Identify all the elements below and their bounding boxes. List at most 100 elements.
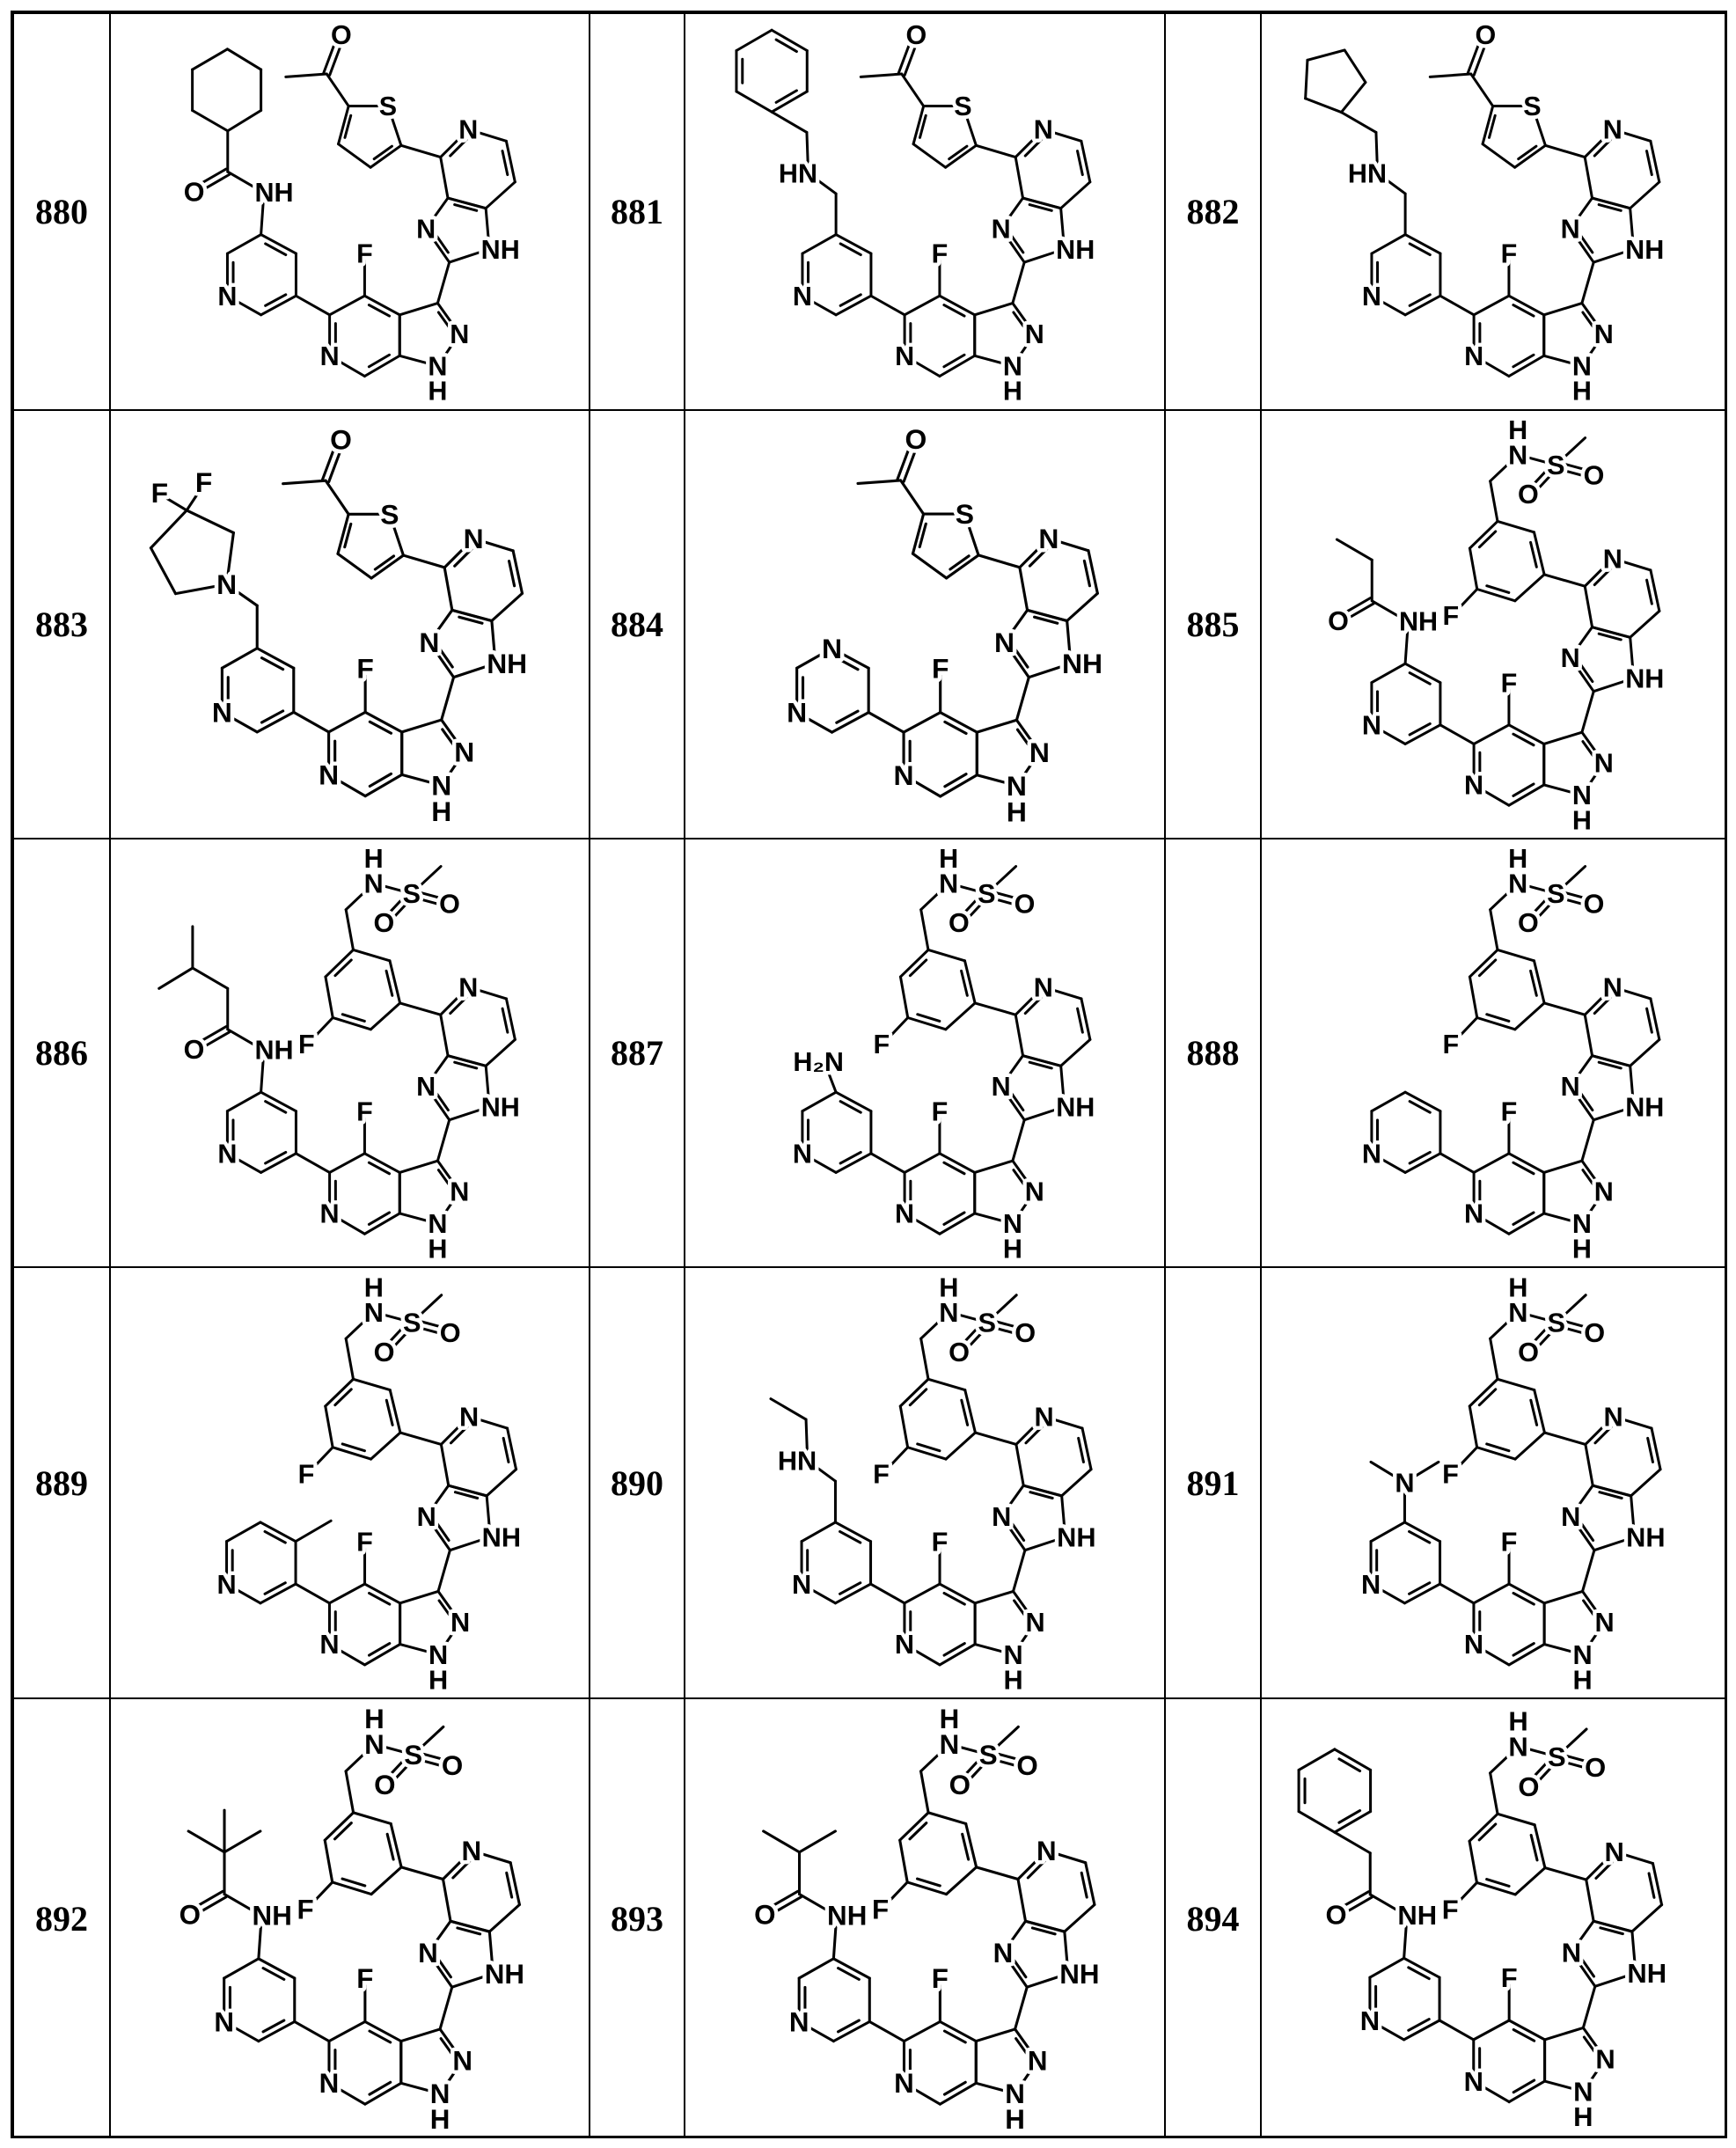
structure-drawing: FNNNHNNHNNFNHSOO [111,1268,589,1697]
atom-label-N: N [216,1569,236,1600]
bond [283,480,326,483]
bond [1630,611,1659,637]
bond [1440,1584,1474,1603]
bond [1544,1003,1585,1015]
atom-label-N: N [1025,319,1044,349]
bond [1544,304,1582,315]
bond [402,720,442,732]
atom-label-N: N [458,115,478,145]
bond [227,1522,260,1542]
atom-label-N: N [216,568,237,600]
atom-label-N: N [452,2046,472,2077]
bond [333,1017,370,1029]
atom-label-S: S [956,498,974,530]
atom-label-NH: NH [485,1959,524,1990]
atom-label-N: N [895,341,914,371]
atom-label-F: F [298,1030,315,1059]
bond [1337,539,1372,560]
atom-label-O: O [374,1337,395,1367]
bond [901,480,924,514]
structure-drawing: FNNNHNNHNNFNHSOOONH [1262,411,1726,838]
bond [912,553,946,578]
bond [227,1092,260,1111]
compound-structure: FNNNHNNHNNSOHN [685,13,1165,410]
bond [1545,2027,1584,2039]
atom-label-N: N [1562,1937,1581,1968]
atom-labels: FNNNHNNHNNFNHSOON [1361,1272,1666,1695]
bond [296,1521,331,1541]
double-bond-line [1479,1389,1495,1405]
atom-label-NH: NH [1397,1900,1437,1931]
atom-labels: FNNNHNNHNNFNHSOOHN [778,1272,1096,1695]
atom-label-N: N [217,1139,237,1169]
atom-label-F: F [932,239,949,269]
bond [193,968,228,988]
bond [371,1867,401,1895]
double-bond-line [1078,1008,1083,1032]
compound-number: 883 [13,410,110,839]
atom-label-F: F [298,1459,315,1490]
bond [400,1433,441,1444]
atom-label-S: S [403,879,421,909]
atom-label-NH: NH [827,1900,867,1931]
bond [489,1904,519,1932]
bond [736,30,772,50]
structure-drawing: FNNNHNNHNNFNHSOOONH [111,839,589,1266]
compound-structure: FNNNHNNHNNFNHSOOONH [1261,410,1727,839]
atom-label-N: N [450,1607,470,1638]
bond [1498,949,1534,960]
atom-labels: FNNNHNNHNNSON [787,423,1102,827]
atom-label-N: N [1361,1569,1381,1600]
atom-label-F: F [874,1030,890,1059]
atom-label-F: F [1501,1096,1518,1126]
bond [802,1522,835,1542]
atom-label-N: N [450,1177,469,1207]
bond [1544,1433,1585,1444]
atom-labels: FNNNHNNHNNFNHSOOONH [1328,415,1664,835]
bond [800,1831,836,1852]
atom-labels: FNNNHNNHNNFNHSOOONH [179,1704,524,2135]
bond [326,74,348,106]
atom-label-N: N [1594,1177,1614,1207]
bond [403,555,444,568]
double-bond-line [963,1834,969,1859]
atom-label-N: N [1464,341,1483,371]
double-bond-line [1479,532,1495,547]
bond [1440,1154,1474,1173]
atom-label-O: O [374,1770,395,1800]
atom-label-O: O [1518,908,1539,938]
atom-label-N: N [1034,972,1053,1002]
bond [326,480,348,514]
bond [946,1433,975,1459]
structure-drawing: FNNNHNNHNNFNHSOO [1262,839,1726,1266]
bond [222,649,257,669]
bond [1474,2020,1509,2040]
double-bond-line [1079,1438,1084,1462]
compound-structure: FNNNHNNHNNSONFF [110,410,590,839]
bond [399,1161,437,1172]
atom-label-F: F [1501,1962,1518,1993]
atom-label-S: S [1548,1307,1566,1338]
bond [330,1154,365,1173]
double-bond-line [502,1008,508,1032]
atom-labels: FNNNHNNHNNFNHSOOONH [1325,1706,1666,2133]
atom-label-H: H [364,1704,385,1734]
bond [1439,2020,1474,2040]
double-bond-line [918,1879,941,1886]
atom-label-F: F [297,1895,313,1925]
atom-label-N: N [1464,1199,1483,1229]
bond [1015,1015,1022,1055]
atom-label-N: N [1362,710,1381,740]
bond [224,1959,259,1978]
bond [1341,83,1365,113]
compound-number: 885 [1165,410,1261,839]
atom-label-F: F [1442,1459,1459,1490]
bond [1632,1905,1662,1932]
structure-drawing: FNNNHNNHNNSOONH [111,14,589,409]
bond [296,1154,329,1173]
bond [978,555,1020,568]
compound-structure: FNNNHNNHNNFNHSOOHN [685,1267,1165,1698]
bond [1471,74,1493,106]
atom-label-N: N [417,1501,436,1532]
bond [224,1831,260,1852]
